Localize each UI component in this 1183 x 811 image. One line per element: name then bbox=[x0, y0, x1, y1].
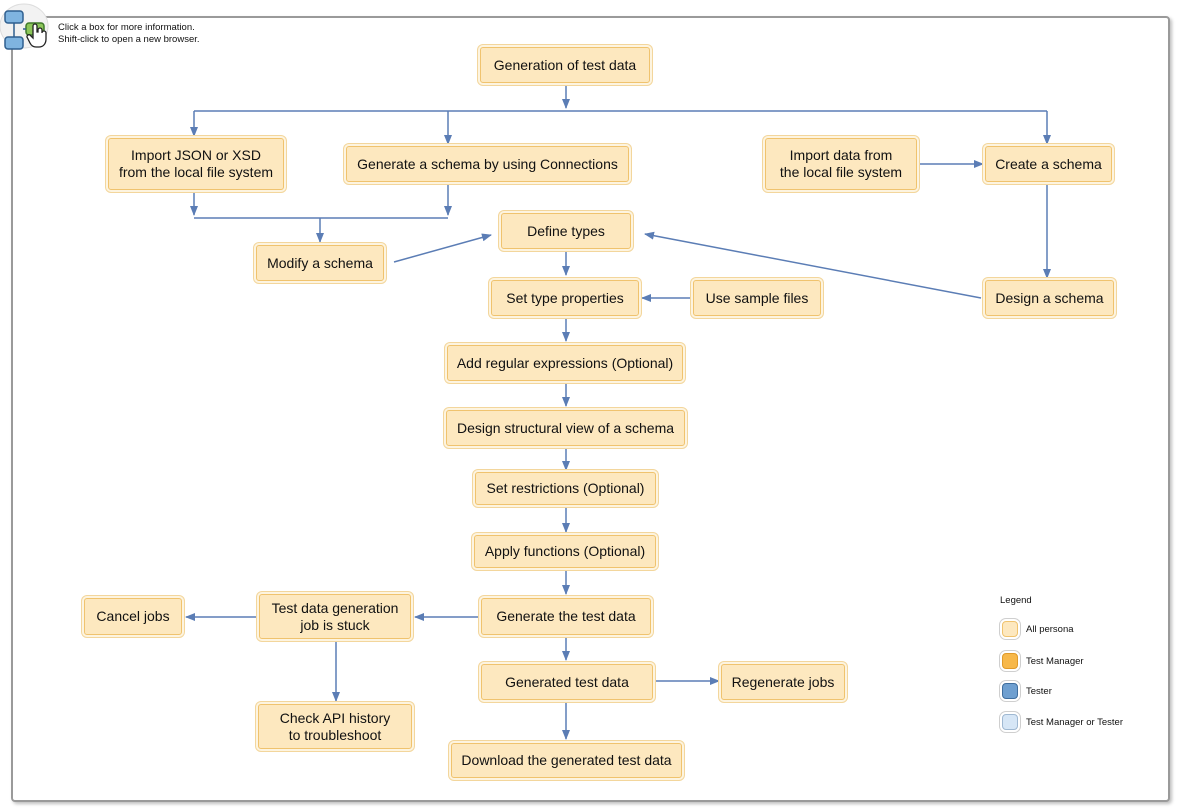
node-set-restrictions[interactable]: Set restrictions (Optional) bbox=[475, 472, 656, 505]
node-regenerate-jobs[interactable]: Regenerate jobs bbox=[721, 664, 845, 700]
node-label: Set restrictions (Optional) bbox=[486, 480, 645, 496]
instructions: Click a box for more information. Shift-… bbox=[58, 22, 200, 46]
node-import-data-from-local[interactable]: Import data from the local file system bbox=[765, 138, 917, 190]
node-use-sample-files[interactable]: Use sample files bbox=[693, 280, 821, 316]
node-label-line-2: to troubleshoot bbox=[288, 726, 382, 743]
node-define-types[interactable]: Define types bbox=[501, 213, 631, 249]
legend-swatch bbox=[1002, 714, 1018, 730]
node-set-type-properties[interactable]: Set type properties bbox=[491, 280, 639, 316]
legend-swatch bbox=[1002, 653, 1018, 669]
node-label: Create a schema bbox=[995, 155, 1102, 172]
node-label-line-1: Check API history bbox=[279, 709, 391, 726]
node-label-line-2: from the local file system bbox=[118, 164, 274, 180]
legend-swatch bbox=[1002, 621, 1018, 637]
legend-item-tester: Tester bbox=[1000, 683, 1160, 703]
legend-label: Test Manager bbox=[1026, 656, 1084, 667]
node-apply-functions[interactable]: Apply functions (Optional) bbox=[474, 535, 656, 568]
legend-item-test-manager: Test Manager bbox=[1000, 653, 1160, 673]
node-generate-the-test-data[interactable]: Generate the test data bbox=[481, 598, 651, 635]
legend-label: All persona bbox=[1026, 624, 1074, 635]
node-generation-of-test-data[interactable]: Generation of test data bbox=[480, 47, 650, 83]
node-label-line-2: job is stuck bbox=[300, 616, 370, 633]
node-label: Define types bbox=[527, 222, 605, 239]
node-create-a-schema[interactable]: Create a schema bbox=[985, 146, 1112, 182]
node-label: Modify a schema bbox=[267, 254, 373, 271]
node-label: Design structural view of a schema bbox=[456, 419, 675, 436]
node-check-api-history[interactable]: Check API history to troubleshoot bbox=[258, 704, 412, 749]
connector bbox=[644, 231, 982, 299]
legend-label: Test Manager or Tester bbox=[1026, 717, 1123, 728]
legend-item-all-persona: All persona bbox=[1000, 621, 1160, 641]
node-label: Regenerate jobs bbox=[731, 673, 835, 690]
node-label: Generated test data bbox=[505, 673, 629, 690]
node-modify-a-schema[interactable]: Modify a schema bbox=[256, 245, 384, 281]
instruction-line-2: Shift-click to open a new browser. bbox=[58, 34, 200, 45]
instruction-line-1: Click a box for more information. bbox=[58, 22, 195, 33]
node-label-line-1: Import data from bbox=[789, 147, 893, 163]
node-add-regular-expressions[interactable]: Add regular expressions (Optional) bbox=[447, 345, 683, 381]
node-design-a-schema[interactable]: Design a schema bbox=[985, 280, 1114, 316]
legend-label: Tester bbox=[1026, 686, 1052, 697]
node-label: Cancel jobs bbox=[96, 608, 170, 624]
node-cancel-jobs[interactable]: Cancel jobs bbox=[84, 598, 182, 635]
node-download-generated-test-data[interactable]: Download the generated test data bbox=[451, 743, 682, 778]
node-label: Generate the test data bbox=[496, 608, 636, 624]
connector bbox=[393, 233, 492, 263]
legend-item-test-manager-or-tester: Test Manager or Tester bbox=[1000, 714, 1160, 734]
node-label: Add regular expressions (Optional) bbox=[456, 354, 674, 371]
node-generated-test-data[interactable]: Generated test data bbox=[481, 664, 653, 700]
node-label: Generate a schema by using Connections bbox=[357, 155, 618, 172]
legend-swatch bbox=[1002, 683, 1018, 699]
node-label-line-1: Test data generation bbox=[271, 599, 399, 616]
node-label: Generation of test data bbox=[493, 56, 637, 73]
node-job-is-stuck[interactable]: Test data generation job is stuck bbox=[259, 594, 411, 639]
node-generate-schema-by-connections[interactable]: Generate a schema by using Connections bbox=[346, 146, 629, 182]
flowchart-hand-pointer-icon bbox=[0, 2, 54, 54]
legend-title: Legend bbox=[1000, 595, 1032, 606]
node-label: Design a schema bbox=[995, 289, 1104, 306]
node-label: Set type properties bbox=[506, 289, 624, 306]
node-label-line-1: Import JSON or XSD bbox=[131, 147, 261, 163]
node-import-json-or-xsd[interactable]: Import JSON or XSD from the local file s… bbox=[108, 138, 284, 190]
node-label: Use sample files bbox=[705, 289, 809, 306]
node-label: Download the generated test data bbox=[461, 752, 672, 768]
node-design-structural-view[interactable]: Design structural view of a schema bbox=[446, 410, 685, 446]
node-label-line-2: the local file system bbox=[779, 164, 903, 180]
node-label: Apply functions (Optional) bbox=[484, 543, 646, 559]
